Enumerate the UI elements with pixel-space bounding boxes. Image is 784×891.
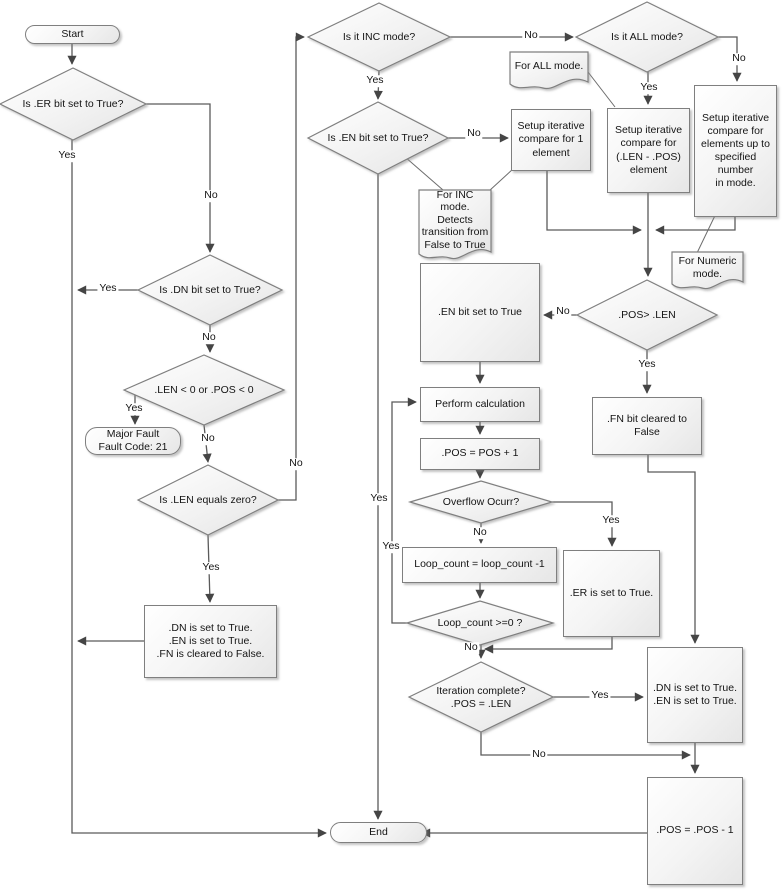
- connector: [552, 501, 617, 547]
- edge-label-en-no: No: [465, 127, 483, 140]
- decision-dn-shape: [136, 254, 284, 326]
- edge-label-iteration-yes: Yes: [589, 689, 611, 702]
- process-loop-count-decrement: Loop_count = loop_count -1: [402, 547, 557, 583]
- edge-label-loopcount-yes: Yes: [380, 540, 402, 553]
- annotation-shapes: [418, 51, 744, 290]
- edge-label-er-no: No: [202, 189, 220, 202]
- decision-overflow-shape: [407, 480, 555, 524]
- edge-label-loopcount-no: No: [462, 641, 480, 654]
- edge-label-overflow-yes: Yes: [600, 514, 622, 527]
- connector: [146, 103, 215, 253]
- edge-label-inc-no: No: [522, 29, 540, 42]
- decision-inc-shape: [306, 2, 452, 72]
- decision-loopcount-shape: [404, 600, 556, 646]
- edge-label-er-yes: Yes: [56, 149, 78, 162]
- decision-poslen-shape: [575, 279, 719, 351]
- connector: [484, 637, 613, 654]
- process-perform-calculation: Perform calculation: [420, 387, 540, 422]
- terminator-end: End: [330, 822, 427, 843]
- process-dn-en-set: .DN is set to True. .EN is set to True.: [647, 647, 743, 743]
- decision-er-shape: [0, 67, 148, 141]
- edge-label-iteration-no: No: [530, 748, 548, 761]
- process-setup-one-element: Setup iterative compare for 1 element: [511, 109, 591, 171]
- edge-label-lenzero-yes: Yes: [200, 561, 222, 574]
- edge-label-all-yes: Yes: [638, 81, 660, 94]
- connector: [647, 455, 700, 644]
- decision-lenzero-shape: [136, 464, 280, 536]
- decision-all-shape: [574, 1, 720, 73]
- edge-label-poslen-no: No: [554, 305, 572, 318]
- process-fn-cleared-false: .FN bit cleared to False: [592, 397, 702, 455]
- annotation-inc-shape: [418, 189, 492, 260]
- edge-label-en-yes: Yes: [368, 492, 390, 505]
- decision-iteration-shape: [407, 661, 555, 733]
- edge-label-overflow-no: No: [471, 526, 489, 539]
- annotation-all-shape: [509, 51, 589, 90]
- terminator-major-fault: Major Fault Fault Code: 21: [85, 427, 181, 455]
- process-setup-len-pos: Setup iterative compare for (.LEN - .POS…: [607, 108, 690, 193]
- process-dn-en-fn-set: .DN is set to True. .EN is set to True. …: [144, 605, 277, 678]
- annotation-num-shape: [671, 251, 744, 290]
- decision-lenpos-shape: [122, 354, 286, 426]
- process-en-bit-set: .EN bit set to True: [420, 263, 540, 362]
- connector: [480, 732, 691, 760]
- process-er-set-true: .ER is set to True.: [563, 550, 660, 637]
- connector: [278, 32, 305, 501]
- connector: [71, 140, 327, 838]
- edge-label-poslen-yes: Yes: [636, 358, 658, 371]
- connector: [391, 397, 417, 624]
- edge-label-inc-yes: Yes: [364, 74, 386, 87]
- edge-label-lenzero-no: No: [287, 457, 305, 470]
- connector: [718, 36, 742, 82]
- process-pos-decrement: .POS = .POS - 1: [647, 777, 743, 885]
- edge-label-dn-yes: Yes: [97, 282, 119, 295]
- edge-label-dn-no: No: [200, 331, 218, 344]
- process-pos-increment: .POS = POS + 1: [420, 438, 540, 470]
- edge-label-lenpos-no: No: [199, 432, 217, 445]
- process-setup-specified-number: Setup iterative compare for elements up …: [694, 85, 777, 217]
- edge-label-lenpos-yes: Yes: [123, 402, 145, 415]
- edge-label-all-no: No: [730, 52, 748, 65]
- connector: [655, 217, 736, 235]
- decision-en-shape: [306, 101, 450, 175]
- leader-line: [488, 168, 514, 192]
- leader-line: [587, 71, 616, 108]
- decision-shapes: [0, 1, 720, 733]
- connector: [546, 171, 642, 235]
- terminator-start: Start: [25, 25, 120, 44]
